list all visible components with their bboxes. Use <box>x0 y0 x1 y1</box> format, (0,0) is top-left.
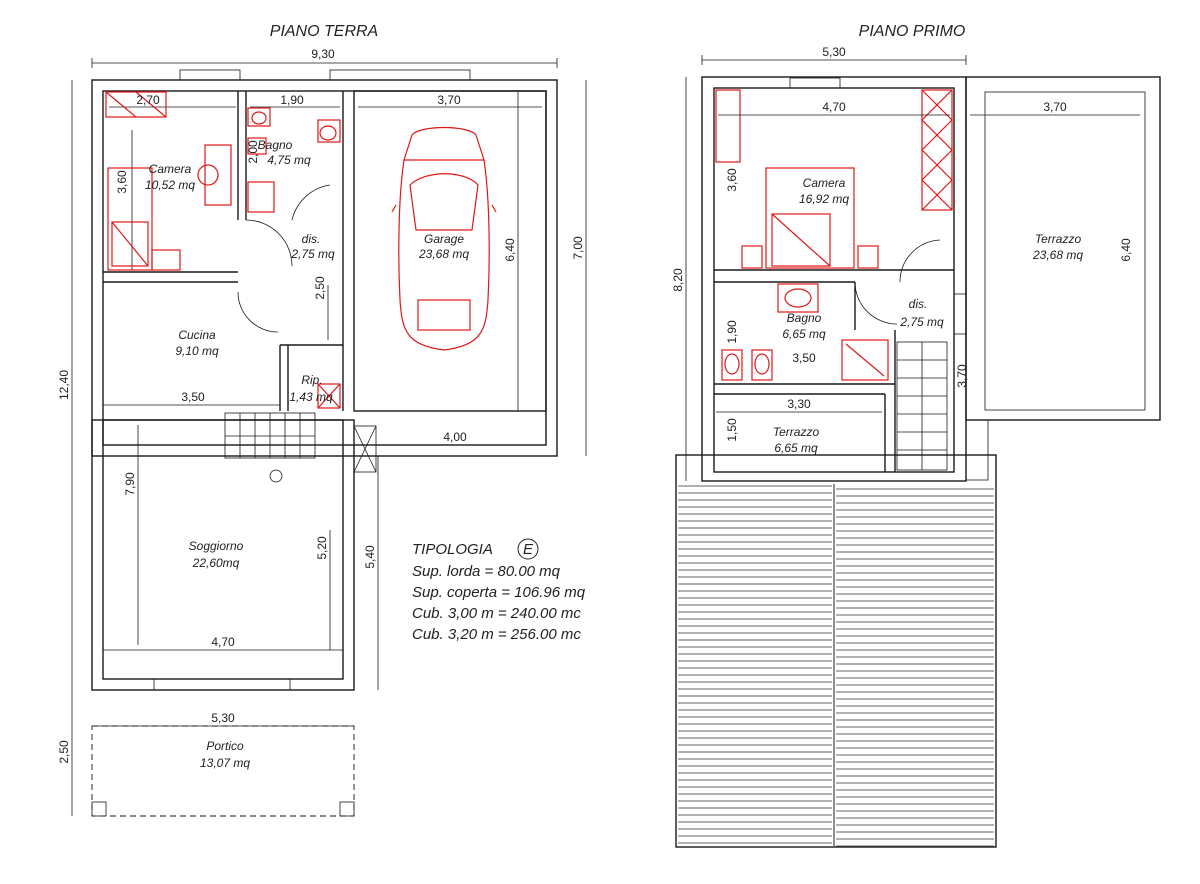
dim-terrazzo-height: 6,40 <box>1119 238 1133 262</box>
room-first-camera-area: 16,92 mq <box>799 192 849 206</box>
dim-bagno-width: 1,90 <box>280 93 304 107</box>
tipologia-label: TIPOLOGIA <box>412 541 493 558</box>
roof-tiles <box>678 484 994 847</box>
room-terrazzo2-name: Terrazzo <box>773 425 820 439</box>
first-floor-walls <box>675 55 1161 848</box>
dim-right-lower: 5,40 <box>363 545 377 569</box>
room-rip-name: Rip. <box>301 373 322 387</box>
dim-outer-width: 5,30 <box>211 711 235 725</box>
info-line-1: Sup. lorda = 80.00 mq <box>412 563 561 580</box>
dim-garage-width: 3,70 <box>437 93 461 107</box>
room-dis-name: dis. <box>302 232 321 246</box>
dim-bagno-height: 2,00 <box>246 140 260 164</box>
dim-soggiorno-inner: 5,20 <box>315 536 329 560</box>
room-rip-area: 1,43 mq <box>289 390 333 404</box>
dim-portico-height: 2,50 <box>57 740 71 764</box>
room-cucina-name: Cucina <box>178 328 216 342</box>
room-bagno-area: 4,75 mq <box>267 153 311 167</box>
dim-ground-total-width: 9,30 <box>311 47 335 61</box>
dim-garage-bottom: 4,00 <box>443 430 467 444</box>
room-first-dis-area: 2,75 mq <box>899 315 944 329</box>
dim-first-left-total: 8,20 <box>671 268 685 292</box>
room-portico-name: Portico <box>206 739 244 753</box>
dim-garage-height: 6,40 <box>503 238 517 262</box>
dim-camera-height: 3,60 <box>115 170 129 194</box>
room-terrazzo-area: 23,68 mq <box>1032 248 1083 262</box>
ground-floor-furniture <box>105 91 497 409</box>
room-portico-area: 13,07 mq <box>200 756 250 770</box>
tipologia-badge-icon <box>517 538 539 560</box>
room-garage-area: 23,68 mq <box>418 247 469 261</box>
room-terrazzo-name: Terrazzo <box>1035 232 1082 246</box>
room-cucina-area: 9,10 mq <box>175 344 219 358</box>
dim-soggiorno-height: 7,90 <box>123 472 137 496</box>
dim-dis-height: 2,50 <box>313 276 327 300</box>
room-garage-name: Garage <box>424 232 464 246</box>
room-bagno-name: Bagno <box>258 138 293 152</box>
room-first-bagno-name: Bagno <box>787 311 822 325</box>
room-first-dis-name: dis. <box>909 297 928 311</box>
info-line-2: Sup. coperta = 106.96 mq <box>412 584 586 601</box>
dim-bagno-height-first: 1,90 <box>725 320 739 344</box>
room-camera-area: 10,52 mq <box>145 178 195 192</box>
room-camera-name: Camera <box>149 162 192 176</box>
room-soggiorno-name: Soggiorno <box>189 539 244 553</box>
room-dis-area: 2,75 mq <box>290 247 335 261</box>
dim-stair-height: 3,70 <box>955 364 969 388</box>
dim-soggiorno-width: 4,70 <box>211 635 235 649</box>
room-first-camera-name: Camera <box>803 176 846 190</box>
dim-terrazzo2-height: 1,50 <box>725 418 739 442</box>
tipologia-info: TIPOLOGIA E Sup. lorda = 80.00 mq Sup. c… <box>412 538 586 643</box>
info-line-3: Cub. 3,00 m = 240.00 mc <box>412 605 581 622</box>
dim-terrazzo-width: 3,70 <box>1043 100 1067 114</box>
dim-terrazzo2-width: 3,30 <box>787 397 811 411</box>
first-floor-furniture <box>715 89 953 381</box>
dim-first-camera-height: 3,60 <box>725 168 739 192</box>
ground-floor-title: PIANO TERRA <box>270 23 378 40</box>
tipologia-letter: E <box>523 541 534 558</box>
room-first-bagno-area: 6,65 mq <box>782 327 826 341</box>
room-terrazzo2-area: 6,65 mq <box>774 441 818 455</box>
dim-cucina-width: 3,50 <box>181 390 205 404</box>
pillar-icon <box>269 469 283 483</box>
dim-camera-width: 2,70 <box>136 93 160 107</box>
dim-bagno-width-first: 3,50 <box>792 351 816 365</box>
dim-first-camera-width: 4,70 <box>822 100 846 114</box>
dim-right-total: 7,00 <box>571 236 585 260</box>
info-line-4: Cub. 3,20 m = 256.00 mc <box>412 626 581 643</box>
first-floor-title: PIANO PRIMO <box>859 23 966 40</box>
room-soggiorno-area: 22,60mq <box>192 556 240 570</box>
ground-floor-walls <box>71 58 587 817</box>
dim-left-total: 12,40 <box>57 370 71 400</box>
dim-first-total-width: 5,30 <box>822 45 846 59</box>
